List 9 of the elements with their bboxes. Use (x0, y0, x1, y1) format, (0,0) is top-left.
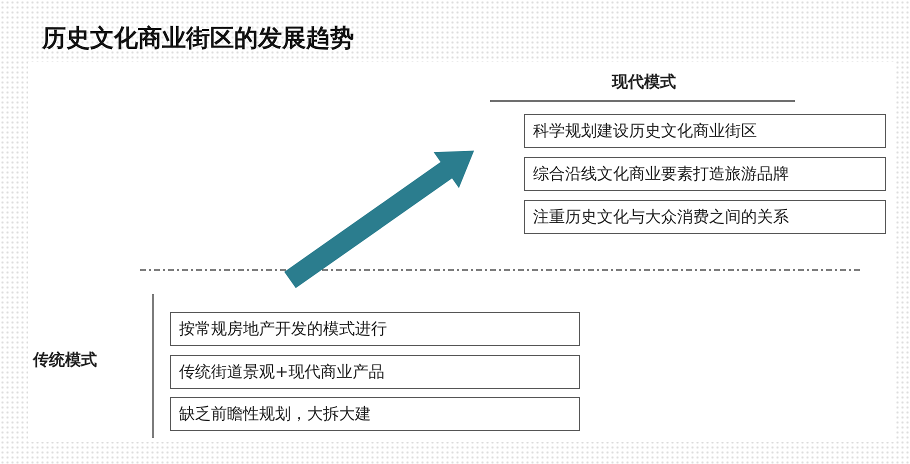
title: 历史文化商业街区的发展趋势 (42, 22, 354, 54)
text-box: 按常规房地产开发的模式进行 (170, 312, 580, 346)
text-box: 缺乏前瞻性规划，大拆大建 (170, 397, 580, 431)
text-box: 传统街道景观+现代商业产品 (170, 355, 580, 389)
section-heading: 传统模式 (33, 350, 97, 371)
section-heading: 现代模式 (612, 72, 676, 93)
text-box: 综合沿线文化商业要素打造旅游品牌 (524, 157, 886, 191)
text-box: 科学规划建设历史文化商业街区 (524, 114, 886, 148)
text-box: 注重历史文化与大众消费之间的关系 (524, 200, 886, 234)
